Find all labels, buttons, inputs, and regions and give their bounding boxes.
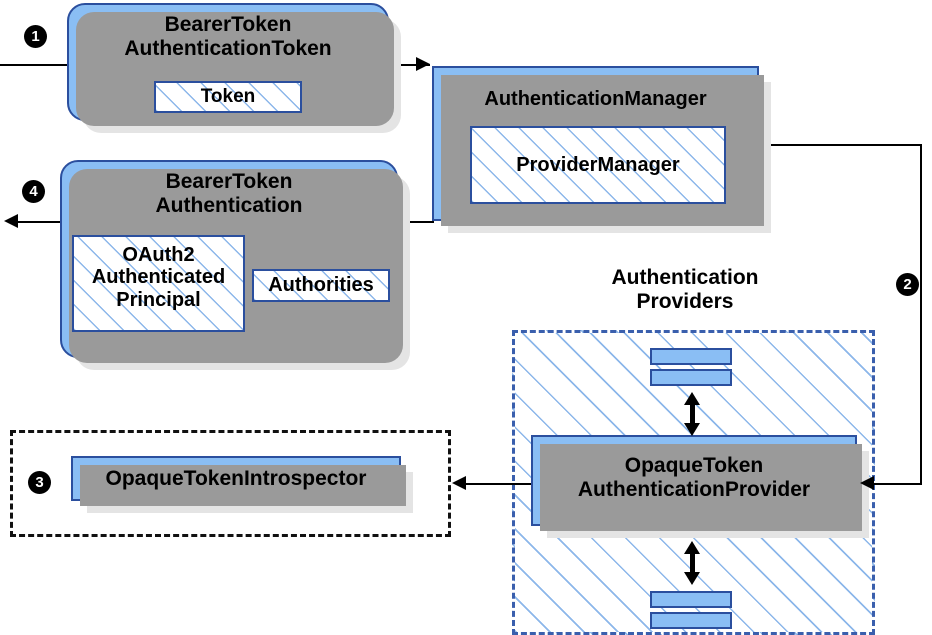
node-provider-manager-inner[interactable]: ProviderManager — [470, 126, 726, 204]
double-arrow-top-head-down — [684, 423, 700, 436]
node-oauth2-authenticated-principal[interactable]: OAuth2 Authenticated Principal — [72, 235, 245, 332]
node-authorities[interactable]: Authorities — [252, 269, 390, 302]
connector-step4-outbound — [14, 221, 74, 223]
bearer-token-authentication-title-line1: BearerToken — [165, 170, 293, 193]
authentication-providers-title-line2: Providers — [636, 290, 734, 314]
connector-provider-to-introspector — [460, 483, 532, 485]
opaque-token-introspector-label: OpaqueTokenIntrospector — [105, 466, 367, 490]
oauth2-authenticated-principal-line1: OAuth2 — [122, 244, 195, 266]
double-arrow-bottom-shaft — [690, 547, 695, 579]
step-marker-2: 2 — [896, 273, 919, 296]
top-record-bar-2 — [650, 369, 732, 386]
node-token-inner[interactable]: Token — [154, 81, 302, 113]
step-marker-4: 4 — [22, 180, 45, 203]
authentication-providers-title: Authentication Providers — [563, 266, 807, 314]
arrowhead-step4-outbound — [4, 214, 18, 228]
connector-step1-inbound — [0, 64, 70, 66]
bearer-token-authentication-token-title-line1: BearerToken — [164, 13, 292, 36]
oauth2-authenticated-principal-line2: Authenticated — [91, 266, 226, 289]
token-inner-label: Token — [200, 86, 256, 108]
connector-right-gutter — [920, 144, 922, 484]
top-record-bar-1 — [650, 348, 732, 365]
oauth2-authenticated-principal-line3: Principal — [116, 288, 201, 311]
arrowhead-gutter-to-provider — [860, 476, 874, 490]
node-authentication-manager[interactable]: AuthenticationManager ProviderManager — [432, 66, 771, 233]
arrowhead-token-to-manager — [416, 57, 430, 71]
bearer-token-authentication-token-title-line2: AuthenticationToken — [124, 36, 332, 60]
node-opaque-token-authentication-provider[interactable]: OpaqueToken AuthenticationProvider — [531, 435, 869, 538]
bearer-token-authentication-title-line2: Authentication — [155, 193, 303, 217]
bearer-token-authentication-title: BearerToken Authentication — [62, 170, 396, 217]
step-marker-3: 3 — [28, 471, 51, 494]
arrowhead-provider-to-introspector — [452, 476, 466, 490]
provider-manager-label: ProviderManager — [516, 153, 680, 176]
opaque-token-authentication-provider-title: OpaqueToken AuthenticationProvider — [533, 454, 855, 501]
bearer-token-authentication-token-title: BearerToken AuthenticationToken — [69, 13, 387, 60]
authentication-providers-title-line1: Authentication — [611, 266, 759, 289]
connector-manager-to-authentication — [398, 221, 434, 223]
step-marker-1: 1 — [24, 25, 47, 48]
opaque-token-authentication-provider-title-line2: AuthenticationProvider — [577, 477, 811, 501]
double-arrow-bottom-head-down — [684, 572, 700, 585]
opaque-token-authentication-provider-title-line1: OpaqueToken — [624, 454, 764, 477]
authorities-label: Authorities — [268, 274, 374, 297]
bottom-record-bar-1 — [650, 591, 732, 608]
node-bearer-token-authentication[interactable]: BearerToken Authentication OAuth2 Authen… — [60, 160, 410, 370]
container-opaque-token-introspector — [10, 430, 451, 537]
double-arrow-bottom-head-up — [684, 541, 700, 554]
node-bearer-token-authentication-token[interactable]: BearerToken AuthenticationToken Token — [67, 3, 401, 133]
connector-manager-to-gutter — [758, 144, 922, 146]
authentication-manager-title: AuthenticationManager — [484, 88, 707, 110]
connector-token-to-manager — [388, 64, 430, 66]
double-arrow-top-head-up — [684, 392, 700, 405]
node-opaque-token-introspector[interactable]: OpaqueTokenIntrospector — [71, 456, 413, 513]
double-arrow-top-shaft — [690, 398, 695, 430]
connector-gutter-to-provider — [868, 483, 922, 485]
bottom-record-bar-2 — [650, 612, 732, 629]
